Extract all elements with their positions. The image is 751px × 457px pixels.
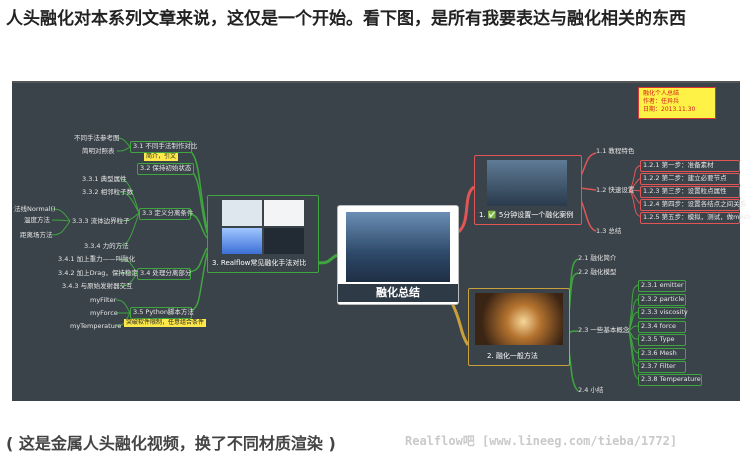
node-3-3-2[interactable]: 3.3.2 相邻粒子数 bbox=[82, 188, 134, 196]
branch-1-node[interactable]: 1. ✅ 5分钟设置一个融化案例 bbox=[474, 155, 582, 225]
node-1-2-3[interactable]: 1.2.3 第三步：设置粒点属性 bbox=[640, 186, 740, 198]
node-1-2[interactable]: 1.2 快速设置 bbox=[596, 186, 635, 194]
node-1-2-4[interactable]: 1.2.4 第四步：设置各结点之间关系 bbox=[640, 199, 746, 211]
node-3-1[interactable]: 3.1 不同手法制作对比 bbox=[130, 141, 197, 153]
node-2-3-6[interactable]: 2.3.6 Mesh bbox=[638, 348, 686, 360]
branch-3-image-2 bbox=[264, 200, 304, 226]
node-3-5-3[interactable]: myTemperature bbox=[70, 322, 122, 330]
node-3-5-1[interactable]: myFilter bbox=[90, 296, 117, 304]
branch-3-node[interactable]: 3. Realflow常见融化手法对比 bbox=[207, 195, 319, 273]
watermark: Realflow吧 [www.lineeg.com/tieba/1772] bbox=[405, 434, 678, 448]
branch-2-node[interactable]: 2. 融化一般方法 bbox=[468, 288, 570, 366]
tag-3-5: 突破软件限制，任意组合条件 bbox=[124, 319, 207, 327]
node-2-1[interactable]: 2.1 融化简介 bbox=[578, 254, 617, 262]
node-3-4-2[interactable]: 3.4.2 加上Drag，保持稳定 bbox=[58, 269, 138, 277]
center-title: 融化总结 bbox=[338, 284, 458, 302]
node-1-3[interactable]: 1.3 总结 bbox=[596, 227, 622, 235]
branch-1-image bbox=[487, 160, 567, 206]
tag-3-1: 简介，引文 bbox=[144, 153, 179, 161]
author-note: 融化个人总结 作者：任异兵 日期：2013.11.30 bbox=[638, 87, 716, 119]
node-3-4-1[interactable]: 3.4.1 加上重力——叫融化 bbox=[58, 255, 136, 263]
note-date: 日期：2013.11.30 bbox=[643, 106, 696, 113]
node-2-3-8[interactable]: 2.3.8 Temperature bbox=[638, 374, 702, 386]
node-2-3-1[interactable]: 2.3.1 emitter bbox=[638, 280, 686, 292]
note-title: 融化个人总结 bbox=[643, 90, 680, 97]
node-2-3-5[interactable]: 2.3.5 Type bbox=[638, 334, 686, 346]
node-3-3-3-3[interactable]: 距离场方法 bbox=[20, 231, 53, 239]
branch-2-image bbox=[475, 293, 563, 345]
node-3-5-2[interactable]: myForce bbox=[90, 309, 118, 317]
branch-3-title: 3. Realflow常见融化手法对比 bbox=[212, 259, 307, 267]
node-3-4-3[interactable]: 3.4.3 与原始发射器交互 bbox=[62, 282, 133, 290]
branch-2-title: 2. 融化一般方法 bbox=[487, 352, 538, 360]
node-1-1[interactable]: 1.1 教程特色 bbox=[596, 147, 635, 155]
node-3-3-4[interactable]: 3.3.4 力的方法 bbox=[84, 242, 129, 250]
node-2-3-2[interactable]: 2.3.2 particle bbox=[638, 294, 686, 306]
node-1-2-5[interactable]: 1.2.5 第五步：模拟，测试，做mesh bbox=[640, 212, 751, 224]
branch-3-image-4 bbox=[264, 228, 304, 254]
intro-paragraph: 人头融化对本系列文章来说，这仅是一个开始。看下图，是所有我要表达与融化相关的东西 bbox=[6, 9, 686, 29]
node-3-3-3-1[interactable]: 法线Normal() bbox=[14, 205, 56, 213]
node-2-3-7[interactable]: 2.3.7 Filter bbox=[638, 361, 686, 373]
node-1-2-1[interactable]: 1.2.1 第一步：准备素材 bbox=[640, 160, 740, 172]
caption: ( 这是金属人头融化视频，换了不同材质渲染 ) bbox=[6, 434, 336, 453]
center-node[interactable]: 融化总结 bbox=[337, 205, 459, 305]
branch-3-image-1 bbox=[222, 200, 262, 226]
node-2-3-3[interactable]: 2.3.3 viscosity bbox=[638, 307, 688, 319]
node-3-5[interactable]: 3.5 Python脚本方法 bbox=[130, 307, 194, 319]
node-2-3[interactable]: 2.3 一些基本概念 bbox=[578, 326, 630, 334]
node-3-3[interactable]: 3.3 定义分离条件 bbox=[139, 208, 193, 220]
node-1-2-2[interactable]: 1.2.2 第二步：建立必要节点 bbox=[640, 173, 740, 185]
node-2-2[interactable]: 2.2 融化模型 bbox=[578, 268, 617, 276]
mindmap-canvas: 融化个人总结 作者：任异兵 日期：2013.11.30 融化总结 1. ✅ 5分… bbox=[12, 81, 751, 401]
center-image bbox=[346, 212, 450, 282]
node-3-3-1[interactable]: 3.3.1 典型属性 bbox=[82, 175, 127, 183]
node-3-1-1[interactable]: 不同手法参考图 bbox=[74, 134, 120, 142]
node-3-3-3[interactable]: 3.3.3 流体边界粒子 bbox=[72, 217, 130, 225]
branch-1-title: 1. ✅ 5分钟设置一个融化案例 bbox=[479, 211, 574, 219]
node-3-3-3-2[interactable]: 温度方法 bbox=[24, 216, 50, 224]
branch-3-image-3 bbox=[222, 228, 262, 254]
node-3-2[interactable]: 3.2 保持初始状态 bbox=[137, 163, 194, 175]
node-3-1-2[interactable]: 简明对照表 bbox=[82, 147, 115, 155]
node-2-3-4[interactable]: 2.3.4 force bbox=[638, 321, 686, 333]
node-3-4[interactable]: 3.4 处理分离部分 bbox=[137, 268, 191, 280]
node-2-4[interactable]: 2.4 小结 bbox=[578, 386, 604, 394]
note-author: 作者：任异兵 bbox=[643, 98, 680, 105]
